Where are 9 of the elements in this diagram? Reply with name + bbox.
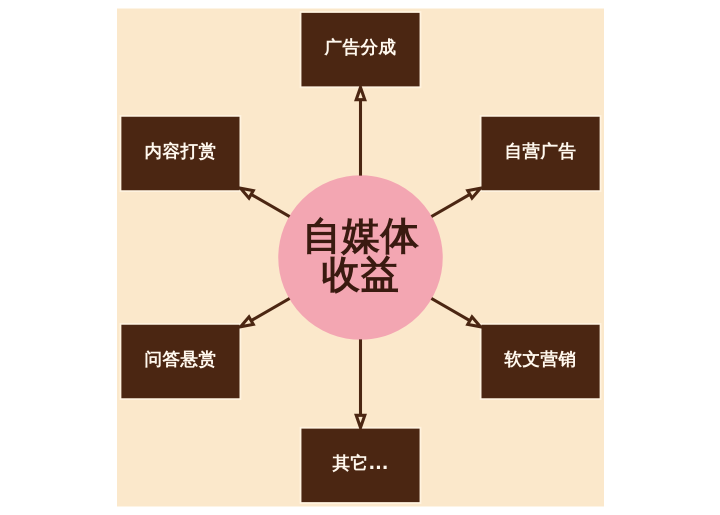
node-box: 内容打赏 (119, 115, 241, 192)
node-circle: 自媒体收益 (278, 175, 442, 340)
arrow (430, 186, 484, 218)
node-box: 问答悬赏 (119, 322, 241, 400)
node-box: 其它... (299, 426, 421, 504)
arrow (430, 297, 484, 330)
node-box: 广告分成 (299, 11, 421, 88)
node-box: 软文营销 (479, 322, 601, 400)
node-box: 自营广告 (479, 115, 601, 192)
